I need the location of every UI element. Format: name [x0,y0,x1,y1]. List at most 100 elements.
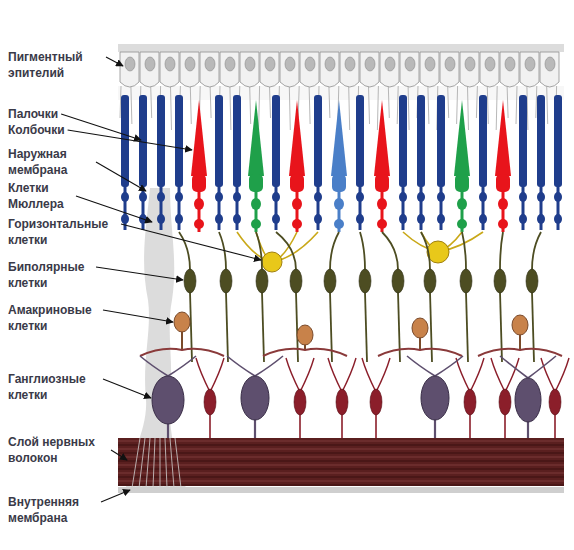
pigment-nucleus [285,57,295,71]
pigment-process [349,86,350,130]
muller-endfoot [146,438,150,488]
pigment-process [377,86,378,130]
pigment-nucleus [125,57,135,71]
rod-nucleus [537,214,545,224]
pigment-cell [260,52,279,87]
cone-segment [289,100,305,176]
rod-nucleus [356,192,364,202]
rod-segment [554,95,562,187]
ganglion-dendrite [456,358,484,392]
pigment-nucleus [445,57,455,71]
ganglion-cell [152,376,184,424]
amacrine-neck [519,333,521,350]
pigment-process [171,86,172,130]
bipolar-dendrite [532,232,541,270]
pigment-cell [240,52,259,87]
bipolar-dendrite [276,232,296,270]
pigment-process [151,86,152,118]
cone-nucleus [498,198,508,210]
rod-nucleus [437,214,445,224]
ganglion-cell-small [464,389,476,415]
rod-nucleus [519,192,527,202]
pigment-nucleus [505,57,515,71]
leader-line [121,224,261,260]
pigment-process [120,86,121,118]
rod-nucleus [175,214,183,224]
bipolar-dendrite [256,232,262,270]
pigment-process [448,86,449,118]
ganglion-axon [527,420,529,440]
ganglion-axon [167,422,169,440]
part-label: Наружная мембрана [8,146,93,178]
ganglion-dendrite [541,358,569,392]
leader-line [103,310,173,322]
pigment-cell [360,52,379,87]
pigment-process [329,86,330,118]
pigment-process [468,86,469,130]
cone-segment [191,100,207,176]
pigment-cell [200,52,219,87]
rod-segment [215,95,223,187]
pigment-process [397,86,398,124]
rod-segment [233,95,241,187]
bipolar-axon [430,292,432,362]
part-label: Пигментный эпителий [8,49,103,81]
rod-segment [479,95,487,187]
cone-segment [248,100,264,176]
pigment-cell [340,52,359,87]
pigment-nucleus [365,57,375,71]
bipolar-cell [392,269,404,293]
ganglion-dendrite [407,356,463,376]
bipolar-dendrite [330,232,339,270]
rod-nucleus [121,192,129,202]
rod-nucleus [272,192,280,202]
rod-segment [399,95,407,187]
pigment-nucleus [545,57,555,71]
part-label: Слой нервных волокон [8,434,108,466]
leader-line [106,57,123,66]
pigment-cell [180,52,199,87]
cone-segment [331,100,347,176]
pigment-cell [540,52,559,87]
rod-nucleus [314,192,322,202]
bipolar-axon [190,292,192,362]
bipolar-dendrite [382,232,398,270]
ganglion-dendrite [500,356,556,378]
amacrine-cell [412,318,428,338]
muller-endfoot [160,438,161,488]
rod-nucleus [139,192,147,202]
rod-nucleus [399,214,407,224]
bipolar-axon [296,292,298,362]
pigment-process [496,86,497,130]
rod-segment [139,95,147,187]
rod-nucleus [519,214,527,224]
part-label: Амакриновые клетки [8,302,100,334]
rod-segment [314,95,322,187]
rod-segment [519,95,527,187]
amacrine-branch [378,349,462,356]
cone-nucleus [334,198,344,210]
pigment-process [230,86,231,130]
leader-line [68,130,192,150]
muller-endfoot [139,438,145,488]
pigment-process [487,86,488,124]
bipolar-cell [324,269,336,293]
pigment-nucleus [485,57,495,71]
pigment-process [457,86,458,124]
bipolar-axon [398,292,400,362]
bipolar-axon [466,292,468,362]
ganglion-axon [299,412,301,440]
pigment-nucleus [145,57,155,71]
bipolar-axon [532,292,534,362]
pigment-cell [520,52,539,87]
bipolar-cell [494,269,506,293]
part-label: Клетки Мюллера [8,180,73,212]
leader-line [96,162,146,191]
cone-nucleus [292,198,302,210]
bipolar-cell [526,269,538,293]
pigment-cell [420,52,439,87]
pigment-cell [120,52,139,87]
cone-body [455,174,469,192]
part-label: Палочки [8,106,58,122]
rod-nucleus [272,214,280,224]
